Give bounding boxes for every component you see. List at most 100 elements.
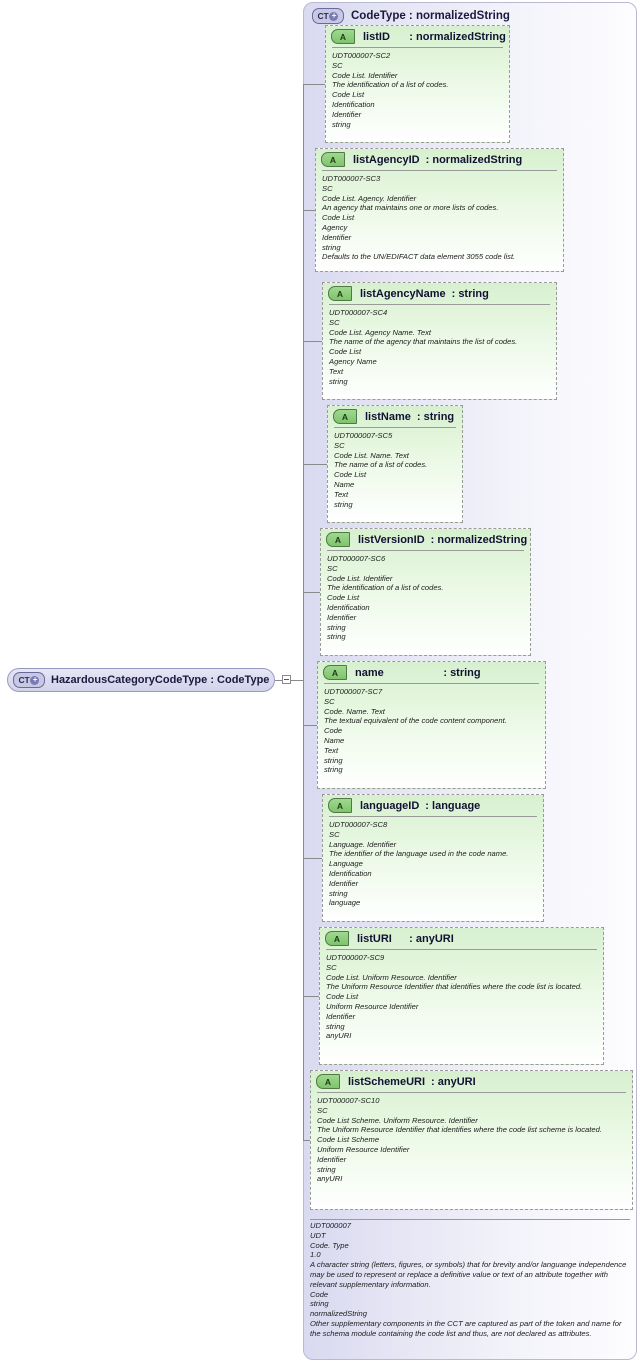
attribute-icon: A [325, 931, 349, 946]
container-header: CT+ CodeType : normalizedString [312, 8, 510, 24]
documentation-line: Code. Name. Text [324, 706, 385, 716]
documentation-line: UDT000007-SC7 [324, 687, 383, 696]
attribute-connector [303, 341, 322, 342]
documentation-line: Identifier [329, 878, 359, 888]
documentation-line: The name of a list of codes. [334, 460, 428, 470]
root-complextype-node[interactable]: CT+ HazardousCategoryCodeType : CodeType [7, 668, 275, 692]
documentation-line: Code [324, 726, 343, 736]
complextype-plus-icon[interactable]: CT+ [312, 8, 344, 24]
attribute-separator [327, 550, 524, 551]
documentation-line: SC [317, 1105, 328, 1115]
documentation-line: Text [329, 366, 344, 376]
documentation-line: UDT000007-SC5 [334, 431, 393, 440]
attribute-type: : anyURI [409, 932, 454, 945]
attribute-connector [303, 464, 327, 465]
documentation-line: SC [324, 696, 335, 706]
documentation-line: The Uniform Resource Identifier that ide… [326, 982, 583, 992]
documentation-line: language [329, 898, 361, 908]
documentation-line: Code List [322, 213, 355, 223]
attribute-name: listName [365, 410, 411, 423]
documentation-line: Code List. Agency. Identifier [322, 193, 417, 203]
documentation-line: The textual equivalent of the code conte… [324, 716, 507, 726]
attribute-separator [332, 47, 503, 48]
documentation-line: Code List [332, 90, 365, 100]
documentation-line: Language. Identifier [329, 839, 397, 849]
complextype-plus-icon[interactable]: CT+ [13, 672, 45, 688]
documentation-line: SC [334, 440, 345, 450]
documentation-line: Identification [327, 602, 370, 612]
attribute-separator [322, 170, 557, 171]
documentation-line: string [329, 888, 348, 898]
documentation-line: The identifier of the language used in t… [329, 849, 509, 859]
root-node-label: HazardousCategoryCodeType : CodeType [51, 674, 270, 686]
root-collapse-toggle[interactable] [282, 675, 291, 684]
documentation-line: Defaults to the UN/EDIFACT data element … [322, 252, 516, 262]
documentation-line: UDT000007-SC2 [332, 51, 391, 60]
documentation-line: Other supplementary components in the CC… [310, 1318, 622, 1338]
documentation-line: Identifier [332, 109, 362, 119]
attribute-name: listAgencyID [353, 153, 420, 166]
attribute-connector [303, 858, 322, 859]
attribute-type: : string [416, 410, 455, 423]
attribute-type: : normalizedString [425, 153, 523, 166]
documentation-line: string [327, 632, 346, 642]
documentation-line: SC [332, 60, 343, 70]
documentation-line: Code [310, 1289, 329, 1299]
documentation-line: SC [322, 183, 333, 193]
expand-plus-icon[interactable]: + [30, 675, 40, 685]
attribute-icon: A [328, 286, 352, 301]
attribute-type: : anyURI [431, 1075, 476, 1088]
documentation-line: UDT000007-SC6 [327, 554, 386, 563]
documentation-line: UDT000007-SC9 [326, 953, 385, 962]
documentation-line: Code List Scheme. Uniform Resource. Iden… [317, 1115, 478, 1125]
attribute-name: listAgencyName [360, 287, 446, 300]
root-connector-line [275, 679, 282, 681]
documentation-line: anyURI [317, 1174, 343, 1184]
documentation-line: Language [329, 859, 363, 869]
documentation-line: The Uniform Resource Identifier that ide… [317, 1125, 602, 1135]
documentation-line: string [329, 376, 348, 386]
documentation-line: SC [326, 962, 337, 972]
documentation-line: Identifier [317, 1154, 347, 1164]
documentation-line: UDT [310, 1230, 326, 1240]
attribute-icon: A [316, 1074, 340, 1089]
attribute-type: : language [425, 799, 481, 812]
attribute-separator [334, 427, 456, 428]
documentation-line: Uniform Resource Identifier [326, 1001, 419, 1011]
attribute-separator [317, 1092, 626, 1093]
attribute-name: listID [363, 30, 390, 43]
documentation-line: anyURI [326, 1031, 352, 1041]
attribute-name: listVersionID [358, 533, 425, 546]
root-connector-line-2 [291, 679, 303, 681]
documentation-line: string [327, 622, 346, 632]
expand-plus-icon[interactable]: + [329, 11, 339, 21]
documentation-line: The name of the agency that maintains th… [329, 337, 518, 347]
attribute-type: : string [451, 287, 489, 300]
attribute-icon: A [328, 798, 352, 813]
documentation-line: Identification [329, 868, 372, 878]
ct-badge-text: CT [317, 11, 329, 21]
documentation-line: Code List [334, 470, 367, 480]
documentation-line: The identification of a list of codes. [327, 583, 444, 593]
documentation-line: UDT000007-SC4 [329, 308, 388, 317]
